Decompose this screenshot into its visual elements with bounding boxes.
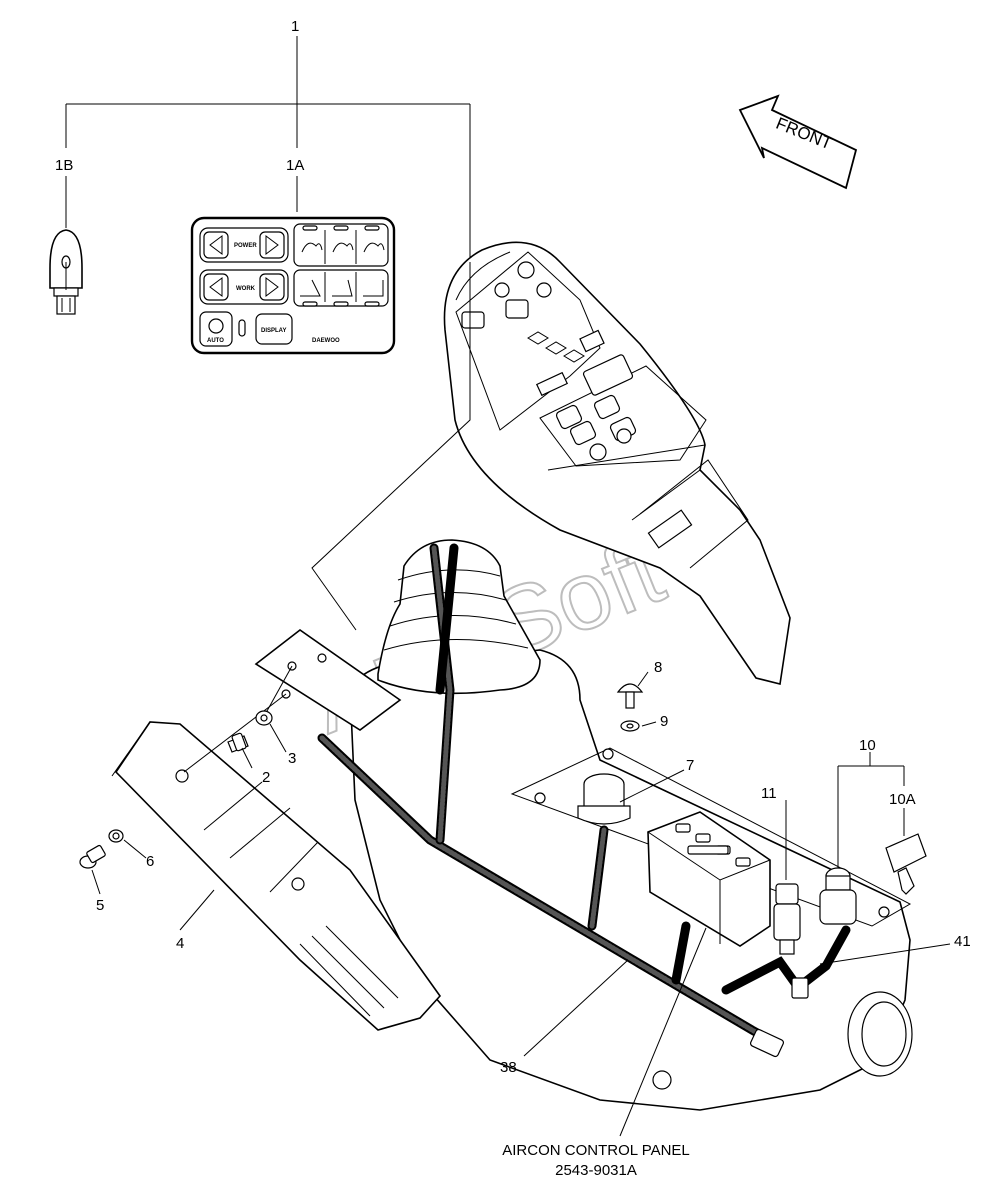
caption-title: AIRCON CONTROL PANEL <box>502 1142 690 1159</box>
callout-3: 3 <box>288 750 296 767</box>
power-label: POWER <box>234 243 257 249</box>
callout-7: 7 <box>686 757 694 774</box>
lower-console-body <box>349 539 913 1111</box>
switch-panel-1A: POWER WORK AUTO DISPLAY DAEWOO <box>190 216 396 355</box>
bolt-5 <box>79 844 106 869</box>
wire-harness-38 <box>317 543 851 1058</box>
ignition-switch-10 <box>819 867 857 925</box>
callout-41: 41 <box>954 933 971 950</box>
washer-6 <box>108 829 124 843</box>
side-cover-4 <box>111 721 442 1031</box>
switch-11 <box>773 883 801 955</box>
work-label: WORK <box>236 286 256 292</box>
callout-11: 11 <box>761 785 777 802</box>
callout-9: 9 <box>660 713 668 730</box>
callout-10A: 10A <box>889 791 916 808</box>
washer-9 <box>620 720 640 732</box>
callout-2: 2 <box>262 769 270 786</box>
front-arrow: FRONT <box>738 94 858 190</box>
callout-1: 1 <box>291 18 299 35</box>
callout-38: 38 <box>500 1059 517 1076</box>
washer-3 <box>255 710 273 726</box>
socket-7 <box>577 773 631 825</box>
auto-label: AUTO <box>207 338 224 344</box>
key-10A <box>885 833 927 895</box>
callout-1B: 1B <box>55 157 73 174</box>
callout-1A: 1A <box>286 157 304 174</box>
leader-lines-item-1 <box>65 36 471 262</box>
display-label: DISPLAY <box>261 328 286 334</box>
callout-leaders <box>91 671 951 1137</box>
caption-part-number: 2543-9031A <box>555 1162 637 1179</box>
callout-6: 6 <box>146 853 154 870</box>
aircon-control-panel <box>647 811 771 947</box>
leader-item-1-to-console <box>311 262 471 631</box>
instrument-cluster-housing <box>443 241 791 685</box>
bracket-plate <box>183 629 402 773</box>
callout-labels: 1 1A 1B 2 3 4 5 6 7 8 9 10 10A 11 38 41 <box>55 18 971 1076</box>
screw-8 <box>616 683 644 709</box>
callout-8: 8 <box>654 659 662 676</box>
bulb-1B <box>49 229 83 315</box>
callout-5: 5 <box>96 897 104 914</box>
brand-label: DAEWOO <box>312 338 340 344</box>
bolt-2 <box>227 732 249 753</box>
callout-10: 10 <box>859 737 876 754</box>
callout-4: 4 <box>176 935 184 952</box>
